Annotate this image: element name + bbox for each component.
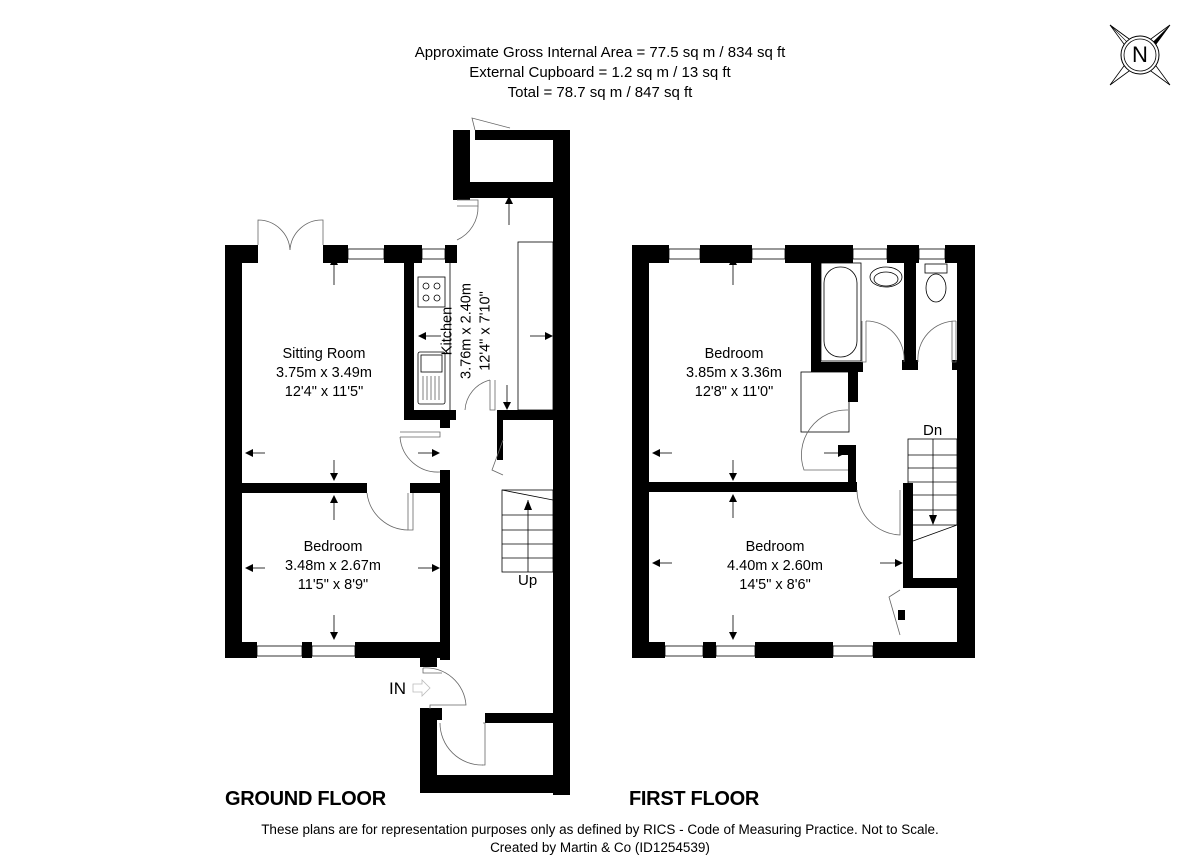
room-imperial: 11'5" x 8'9" xyxy=(297,577,369,593)
room-metric: 3.75m x 3.49m xyxy=(276,365,372,381)
room-imperial: 12'4" x 11'5" xyxy=(284,384,364,400)
first-floor-fixtures xyxy=(664,248,958,657)
room-metric: 3.76m x 2.40m xyxy=(458,283,475,379)
first-floor-title: FIRST FLOOR xyxy=(629,788,760,810)
room-imperial: 12'4" x 7'10" xyxy=(477,291,494,371)
room-name: Bedroom xyxy=(704,346,764,362)
footer: These plans are for representation purpo… xyxy=(0,821,1200,857)
ground-floor-dimension-arrows xyxy=(245,196,553,640)
room-sitting-room: Sitting Room 3.75m x 3.49m 12'4" x 11'5" xyxy=(276,345,372,402)
room-ground-bedroom: Bedroom 3.48m x 2.67m 11'5" x 8'9" xyxy=(285,538,381,595)
north-compass-icon: N xyxy=(1105,20,1175,90)
total-area: Total = 78.7 sq m / 847 sq ft xyxy=(507,84,693,101)
ground-floor-title: GROUND FLOOR xyxy=(225,788,386,810)
first-floor-dimension-arrows xyxy=(652,257,937,640)
ground-floor-walls xyxy=(225,130,570,795)
stairs-down-label: Dn xyxy=(923,422,943,439)
room-metric: 3.85m x 3.36m xyxy=(686,365,782,381)
stairs-up-label: Up xyxy=(518,572,538,589)
room-metric: 4.40m x 2.60m xyxy=(727,558,823,574)
room-first-bedroom-1: Bedroom 3.85m x 3.36m 12'8" x 11'0" xyxy=(686,345,782,402)
room-imperial: 12'8" x 11'0" xyxy=(694,384,774,400)
credit: Created by Martin & Co (ID1254539) xyxy=(490,840,710,855)
area-summary: Approximate Gross Internal Area = 77.5 s… xyxy=(0,43,1200,103)
room-imperial: 14'5" x 8'6" xyxy=(739,577,811,593)
disclaimer: These plans are for representation purpo… xyxy=(261,822,939,837)
room-metric: 3.48m x 2.67m xyxy=(285,558,381,574)
room-name: Bedroom xyxy=(303,539,363,555)
entrance-label: IN xyxy=(389,679,406,698)
room-name: Bedroom xyxy=(745,539,805,555)
external-cupboard-area: External Cupboard = 1.2 sq m / 13 sq ft xyxy=(469,64,731,81)
room-kitchen: Kitchen 3.76m x 2.40m 12'4" x 7'10" xyxy=(439,283,496,379)
gross-internal-area: Approximate Gross Internal Area = 77.5 s… xyxy=(414,44,786,61)
compass-north-label: N xyxy=(1132,42,1148,67)
first-floor-walls xyxy=(632,245,975,658)
room-name: Sitting Room xyxy=(282,346,366,362)
ground-floor-fixtures xyxy=(256,117,554,766)
room-first-bedroom-2: Bedroom 4.40m x 2.60m 14'5" x 8'6" xyxy=(727,538,823,595)
room-name: Kitchen xyxy=(439,306,456,356)
